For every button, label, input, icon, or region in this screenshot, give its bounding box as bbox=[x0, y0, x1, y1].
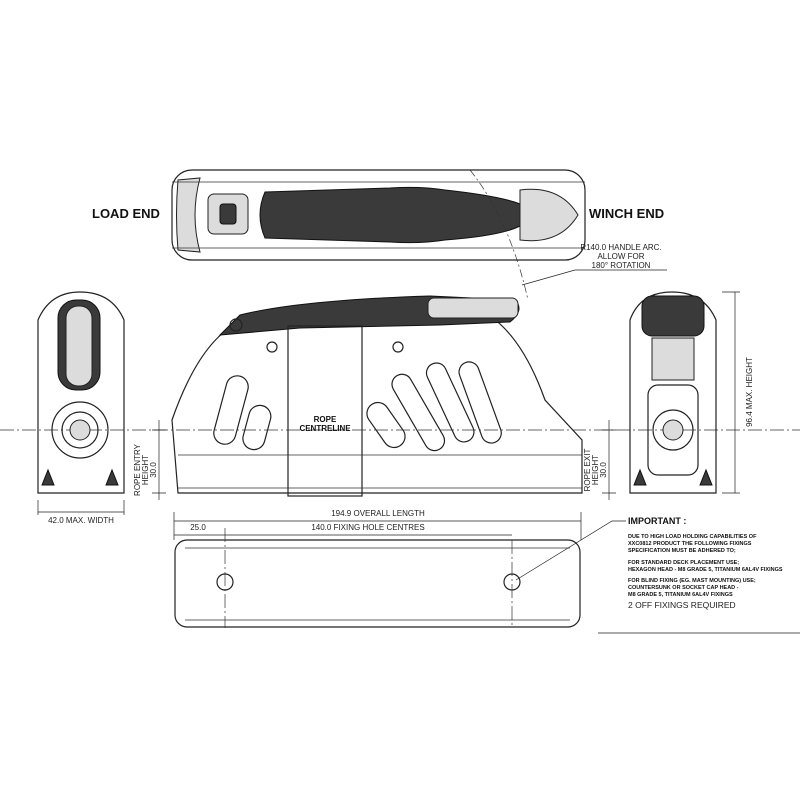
note-line: DUE TO HIGH LOAD HOLDING CAPABILITIES OF bbox=[628, 534, 757, 540]
handle-arc-line1: R140.0 HANDLE ARC. bbox=[580, 243, 661, 252]
rope-centreline-label-1: ROPE bbox=[314, 415, 337, 424]
note-line: COUNTERSUNK OR SOCKET CAP HEAD - bbox=[628, 585, 739, 591]
rope-entry-value: 30.0 bbox=[149, 462, 158, 478]
notes-footer: 2 OFF FIXINGS REQUIRED bbox=[628, 600, 736, 610]
handle-arc-line2: ALLOW FOR bbox=[597, 252, 644, 261]
important-notes: IMPORTANT : DUE TO HIGH LOAD HOLDING CAP… bbox=[628, 516, 783, 610]
rope-exit-line2: HEIGHT bbox=[591, 455, 600, 485]
load-end-view bbox=[37, 291, 125, 494]
load-end-label: LOAD END bbox=[92, 206, 160, 221]
rope-entry-height-dimension: ROPE ENTRY HEIGHT 30.0 bbox=[133, 443, 158, 496]
handle-arc-line3: 180° ROTATION bbox=[592, 261, 651, 270]
hole-offset-dimension: 25.0 bbox=[190, 523, 206, 532]
winch-end-label: WINCH END bbox=[589, 206, 664, 221]
max-width-dimension: 42.0 MAX. WIDTH bbox=[48, 516, 114, 525]
notes-title: IMPORTANT : bbox=[628, 516, 686, 526]
rope-entry-line2: HEIGHT bbox=[141, 455, 150, 485]
rope-exit-line1: ROPE EXIT bbox=[583, 449, 592, 492]
rope-entry-line1: ROPE ENTRY bbox=[133, 443, 142, 496]
note-line: M8 GRADE 5, TITANIUM 6AL4V FIXINGS bbox=[628, 592, 733, 598]
fixing-centres-dimension: 140.0 FIXING HOLE CENTRES bbox=[311, 523, 424, 532]
rope-exit-value: 30.0 bbox=[599, 462, 608, 478]
note-line: SPECIFICATION MUST BE ADHERED TO; bbox=[628, 548, 736, 554]
note-line: FOR STANDARD DECK PLACEMENT USE; bbox=[628, 560, 739, 566]
max-height-dimension: 96.4 MAX. HEIGHT bbox=[745, 357, 754, 427]
note-line: XXC0812 PRODUCT THE FOLLOWING FIXINGS bbox=[628, 541, 752, 547]
note-line: HEXAGON HEAD - M8 GRADE 5, TITANIUM 6AL4… bbox=[628, 567, 783, 573]
rope-exit-height-dimension: ROPE EXIT HEIGHT 30.0 bbox=[583, 449, 608, 492]
note-line: FOR BLIND FIXING (EG. MAST MOUNTING) USE… bbox=[628, 578, 756, 584]
side-view bbox=[171, 295, 583, 497]
overall-length-dimension: 194.9 OVERALL LENGTH bbox=[331, 509, 425, 518]
winch-end-view bbox=[629, 291, 717, 494]
base-view bbox=[174, 528, 581, 628]
rope-centreline-label-2: CENTRELINE bbox=[299, 424, 351, 433]
top-view bbox=[171, 169, 586, 301]
